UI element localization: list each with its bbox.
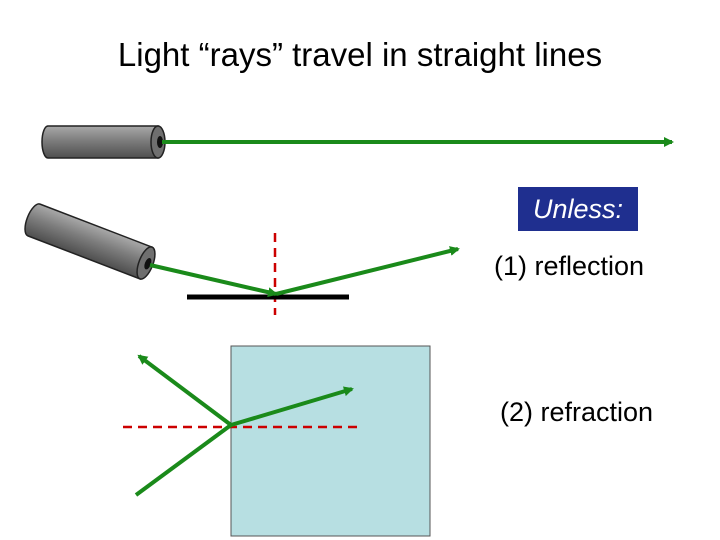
refraction-incident-ray bbox=[136, 425, 231, 495]
tilted-flashlight-icon bbox=[21, 202, 158, 282]
incident-ray bbox=[150, 265, 276, 294]
reflection-label: (1) reflection bbox=[494, 251, 644, 282]
partial-reflected-ray-arrow bbox=[139, 356, 231, 425]
flashlight-icon bbox=[42, 126, 165, 158]
unless-box: Unless: bbox=[518, 187, 638, 231]
glass-block bbox=[231, 346, 430, 536]
reflected-ray-arrow bbox=[276, 249, 458, 294]
refraction-label: (2) refraction bbox=[500, 397, 653, 428]
